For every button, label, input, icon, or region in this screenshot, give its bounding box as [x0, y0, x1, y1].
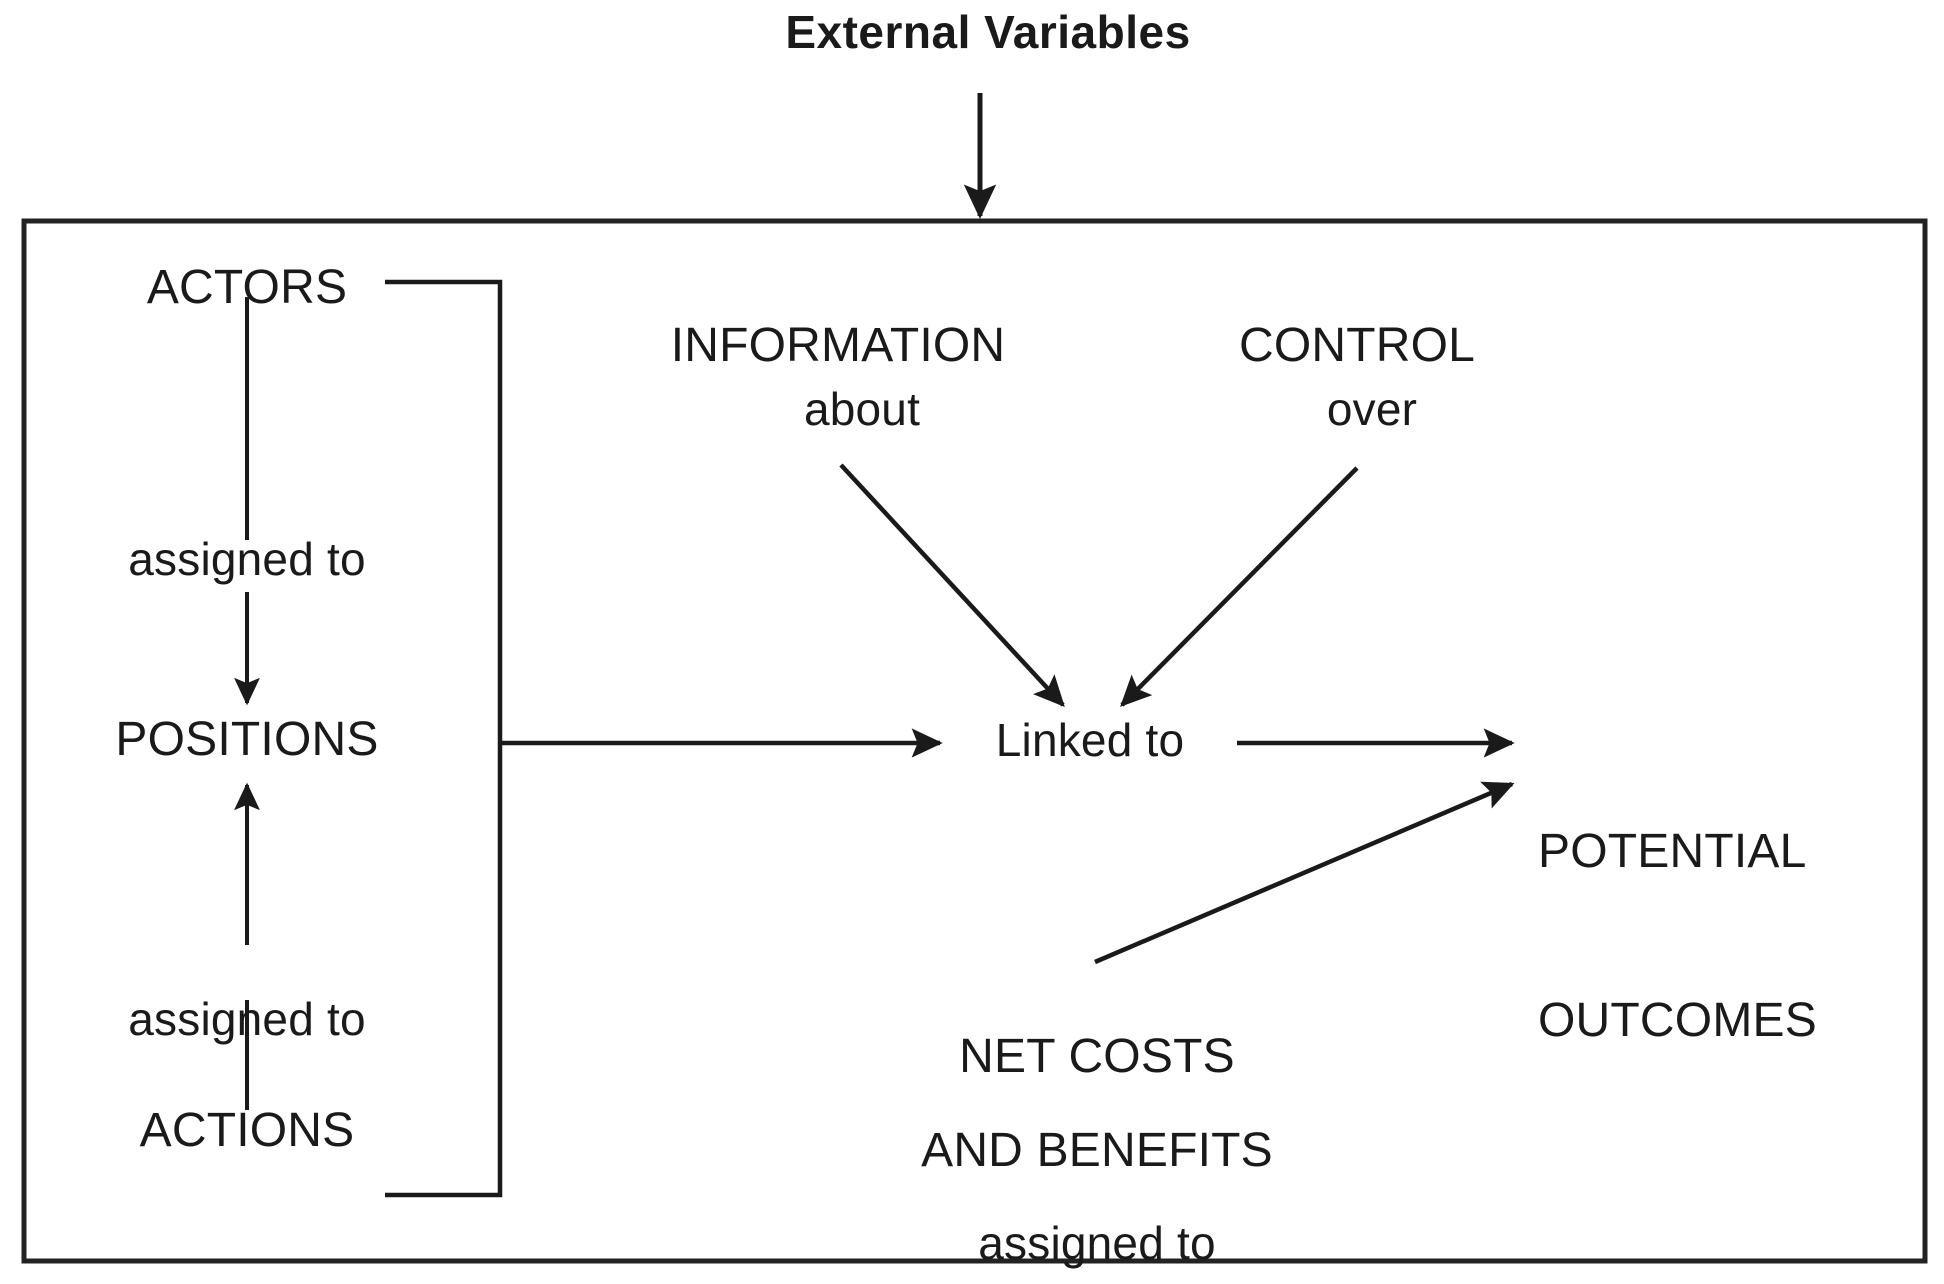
node-potential-outcomes: POTENTIAL OUTCOMES [1538, 712, 1817, 1161]
node-potential-outcomes-line2: OUTCOMES [1538, 993, 1817, 1047]
frame-border [21, 218, 1928, 1264]
edge-label-actors-positions: assigned to [128, 533, 366, 585]
arrow-net-costs-to-outcomes [1094, 781, 1515, 965]
node-potential-outcomes-line1: POTENTIAL [1538, 825, 1807, 879]
node-net-costs-line1: NET COSTS [959, 1030, 1235, 1084]
node-control: CONTROL [1238, 319, 1476, 372]
arrow-information-to-linked-to [839, 463, 1065, 707]
node-net-costs-line2: AND BENEFITS [921, 1124, 1273, 1178]
node-control-sub: over [1326, 383, 1418, 435]
node-information-sub: about [803, 383, 921, 435]
node-net-costs-line3: assigned to [978, 1216, 1216, 1269]
bracket-actors-actions [385, 279, 503, 1198]
node-actions: ACTIONS [139, 1104, 355, 1157]
edge-label-actions-positions: assigned to [128, 993, 366, 1045]
page-title: External Variables [785, 6, 1191, 58]
arrow-control-to-linked-to [1120, 466, 1359, 707]
node-positions: POSITIONS [115, 713, 379, 766]
node-linked-to: Linked to [995, 714, 1185, 766]
node-actors: ACTORS [146, 261, 348, 314]
node-net-costs-and-benefits: NET COSTS AND BENEFITS assigned to [921, 992, 1273, 1284]
node-information: INFORMATION [670, 319, 1006, 372]
